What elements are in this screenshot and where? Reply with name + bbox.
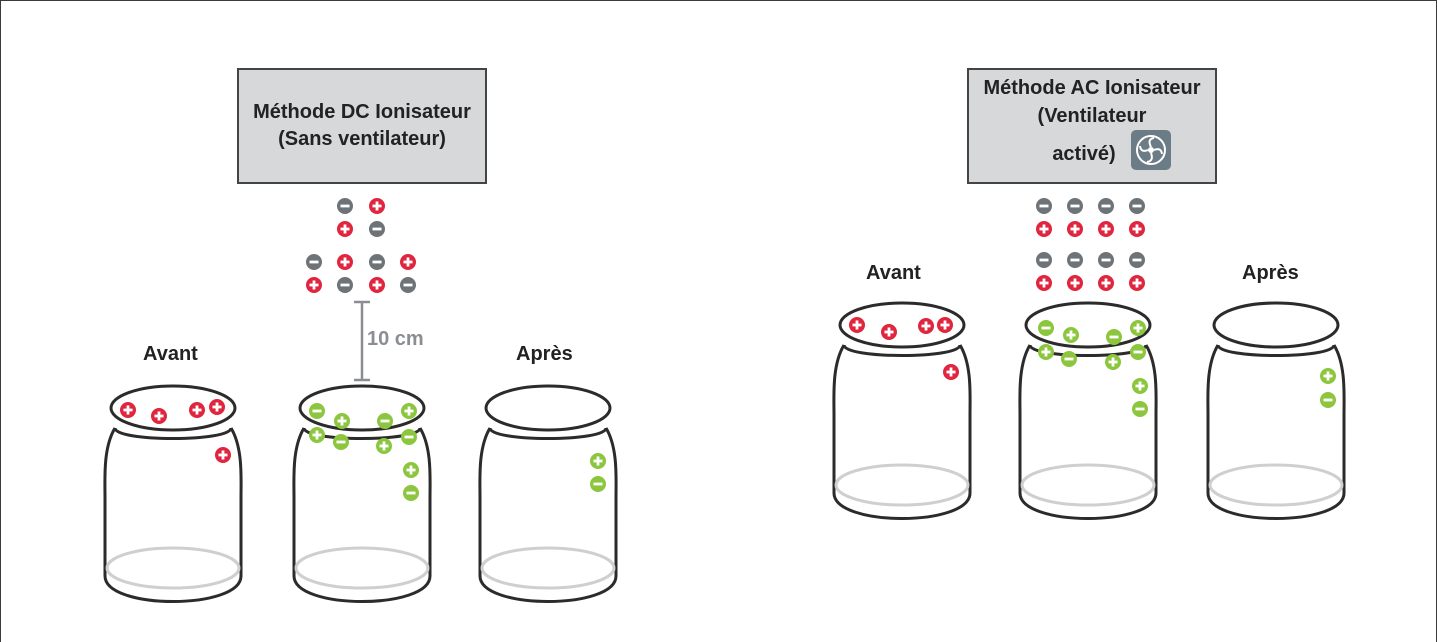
fan-icon: [1130, 130, 1172, 178]
dc-ion-cloud: [306, 198, 416, 293]
jar-dc-after: [478, 384, 618, 603]
dc-title-line2: (Sans ventilateur): [278, 128, 446, 150]
ac-ionizer-box: Méthode AC Ionisateur (Ventilateur activ…: [967, 68, 1217, 184]
jar-ac-before: [832, 301, 972, 520]
ac-after-charges: [1320, 368, 1336, 408]
dc-after-charges: [590, 453, 606, 492]
dc-label-before: Avant: [143, 343, 198, 365]
ac-title-line3: activé): [1052, 143, 1116, 165]
dc-ionizer-box: Méthode DC Ionisateur (Sans ventilateur): [237, 68, 487, 184]
dc-label-after: Après: [516, 343, 573, 365]
jar-ac-after: [1206, 301, 1346, 520]
ac-title-line2: (Ventilateur: [1037, 105, 1147, 127]
dc-title-line1: Méthode DC Ionisateur: [253, 101, 471, 123]
ac-title-line1: Méthode AC Ionisateur: [983, 77, 1201, 99]
ac-ion-cloud: [1036, 198, 1145, 291]
dc-distance-label: 10 cm: [367, 328, 424, 350]
distance-marker: [354, 300, 370, 382]
ac-label-after: Après: [1242, 262, 1299, 284]
ac-label-before: Avant: [866, 262, 921, 284]
jar-dc-before: [103, 384, 243, 603]
